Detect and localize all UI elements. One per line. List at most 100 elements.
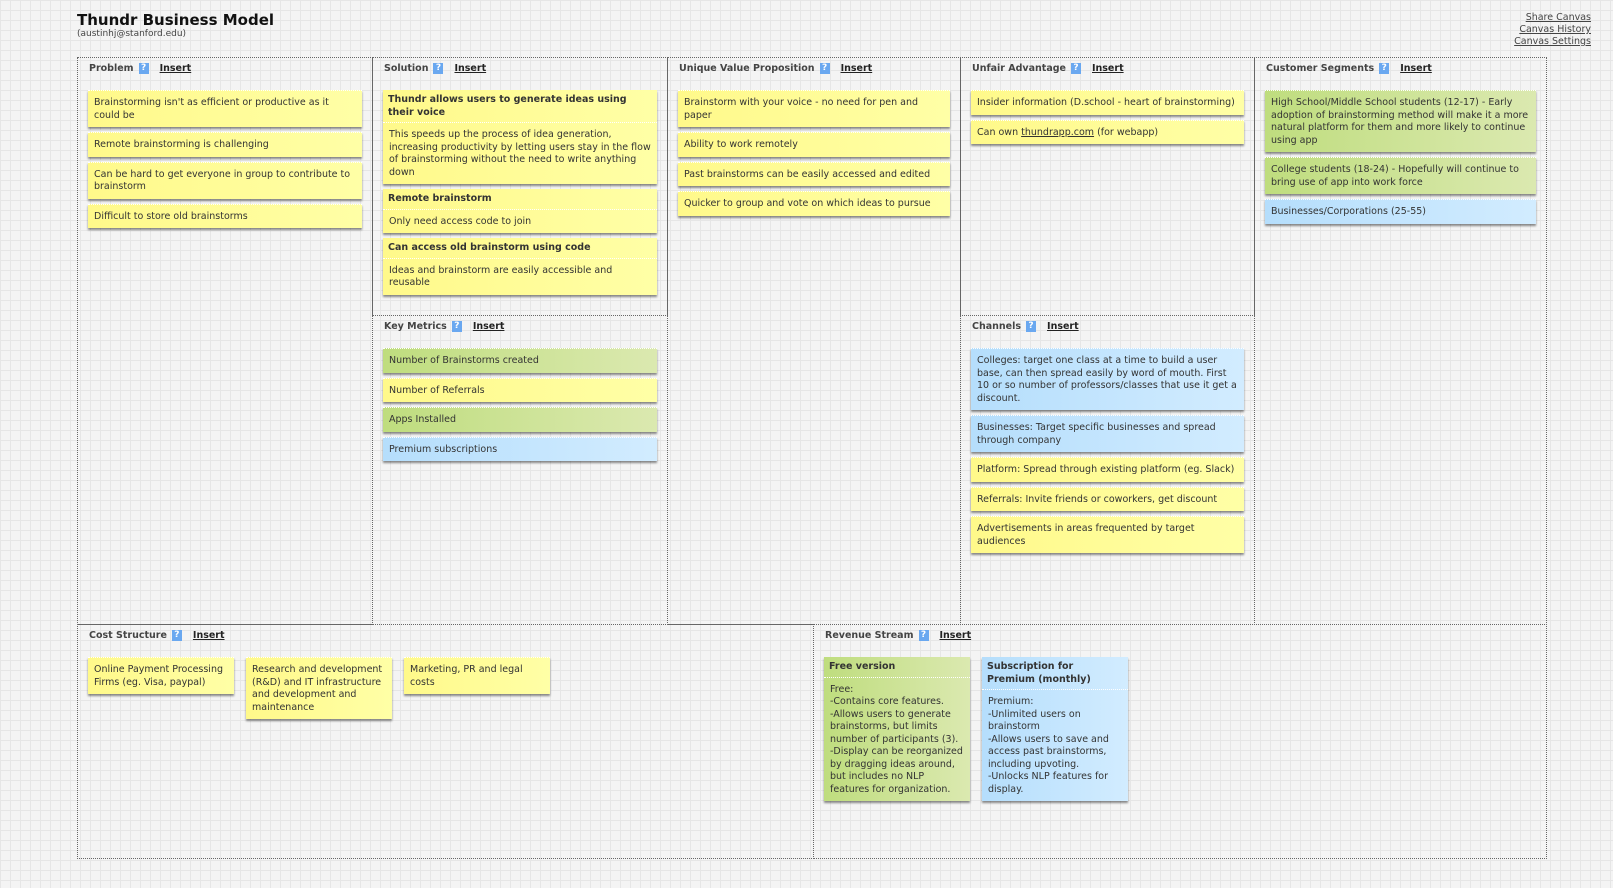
note-text: Businesses: Target specific businesses a… [971,415,1244,452]
sticky-note[interactable]: Research and development (R&D) and IT in… [246,657,392,719]
sticky-note[interactable]: Quicker to group and vote on which ideas… [678,191,950,216]
note-text: Referrals: Invite friends or coworkers, … [971,486,1244,512]
section-header: Cost Structure? Insert [89,630,225,641]
note-text: Advertisements in areas frequented by ta… [971,516,1244,553]
sticky-note[interactable]: Subscription for Premium (monthly) Premiu… [982,657,1128,801]
note-text: Insider information (D.school - heart of… [971,90,1244,115]
help-icon[interactable]: ? [171,630,182,641]
sticky-note[interactable]: Colleges: target one class at a time to … [971,348,1244,410]
sticky-note[interactable]: Platform: Spread through existing platfo… [971,457,1244,482]
note-text: Free: -Contains core features. -Allows u… [830,683,963,795]
sticky-note[interactable]: Can be hard to get everyone in group to … [88,161,362,199]
sticky-note[interactable]: Businesses: Target specific businesses a… [971,415,1244,452]
section-label: Customer Segments [1266,63,1375,74]
insert-button[interactable]: Insert [192,630,225,641]
note-text: Can be hard to get everyone in group to … [88,161,362,199]
insert-button[interactable]: Insert [1400,63,1432,74]
help-icon[interactable]: ? [1026,321,1037,332]
notes-list: Brainstorm with your voice - no need for… [678,90,950,221]
sticky-note[interactable]: Remote brainstorming is challenging [88,132,362,157]
notes-list: Thundr allows users to generate ideas us… [383,90,657,300]
sticky-note[interactable]: Advertisements in areas frequented by ta… [971,516,1244,553]
section-header: Unique Value Proposition? Insert [679,63,872,74]
note-text: Ability to work remotely [678,132,950,157]
sticky-note[interactable]: Difficult to store old brainstorms [88,203,362,228]
sticky-note[interactable]: Referrals: Invite friends or coworkers, … [971,486,1244,512]
note-text: Past brainstorms can be easily accessed … [678,161,950,187]
help-icon[interactable]: ? [433,63,444,74]
section-label: Channels [972,321,1022,332]
notes-list: Insider information (D.school - heart of… [971,90,1244,149]
insert-button[interactable]: Insert [840,63,873,74]
sticky-note[interactable]: Online Payment Processing Firms (eg. Vis… [88,657,234,694]
notes-list: Colleges: target one class at a time to … [971,348,1244,558]
sticky-note[interactable]: Thundr allows users to generate ideas us… [383,90,657,184]
sticky-note[interactable]: Apps Installed [383,407,657,432]
insert-button[interactable]: Insert [159,63,192,74]
sticky-note[interactable]: Can own thundrapp.com (for webapp) [971,119,1244,144]
note-link[interactable]: thundrapp.com [1021,126,1095,138]
share-canvas-link[interactable]: Share Canvas [1525,12,1591,23]
sticky-note[interactable]: High School/Middle School students (12-1… [1265,90,1536,152]
insert-button[interactable]: Insert [939,630,972,641]
section-label: Key Metrics [384,321,447,332]
note-text: Platform: Spread through existing platfo… [971,457,1244,482]
help-icon[interactable]: ? [138,63,149,74]
insert-button[interactable]: Insert [1091,63,1124,74]
note-text: Ideas and brainstorm are easily accessib… [389,264,613,289]
sticky-note[interactable]: Insider information (D.school - heart of… [971,90,1244,115]
sticky-note[interactable]: Number of Referrals [383,377,657,402]
note-text: Remote brainstorming is challenging [88,132,362,157]
insert-button[interactable]: Insert [454,63,487,74]
insert-button[interactable]: Insert [1047,321,1079,332]
note-text-part: (for webapp) [1094,126,1159,138]
section-label: Cost Structure [89,630,167,641]
section-label: Unique Value Proposition [679,63,815,74]
note-text: Quicker to group and vote on which ideas… [678,191,950,216]
section-label: Revenue Stream [825,630,914,641]
sticky-note[interactable]: Premium subscriptions [383,436,657,462]
note-text: Only need access code to join [389,215,532,227]
note-text: Colleges: target one class at a time to … [971,348,1244,410]
sticky-note[interactable]: Ability to work remotely [678,132,950,157]
note-text: Apps Installed [383,407,657,432]
sticky-note[interactable]: Brainstorming isn't as efficient or prod… [88,90,362,127]
note-text: Premium: -Unlimited users on brainstorm … [988,696,1109,795]
section-label: Unfair Advantage [972,63,1066,74]
notes-list: High School/Middle School students (12-1… [1265,90,1536,229]
note-text: Businesses/Corporations (25-55) [1265,199,1536,224]
help-icon[interactable]: ? [1379,63,1390,74]
sticky-note[interactable]: Marketing, PR and legal costs [404,657,550,694]
help-icon[interactable]: ? [918,630,929,641]
section-header: Solution? Insert [384,63,486,74]
help-icon[interactable]: ? [819,63,830,74]
sticky-note[interactable]: Number of Brainstorms created [383,348,657,373]
section-header: Revenue Stream? Insert [825,630,971,641]
note-text: Marketing, PR and legal costs [404,657,550,694]
note-title: Free version [824,657,970,678]
canvas-links: Share Canvas Canvas History Canvas Setti… [1514,12,1591,48]
sticky-note[interactable]: College students (18-24) - Hopefully wil… [1265,157,1536,194]
insert-button[interactable]: Insert [472,321,505,332]
section-header: Unfair Advantage? Insert [972,63,1124,74]
note-text: Premium subscriptions [383,436,657,462]
help-icon[interactable]: ? [451,321,462,332]
help-icon[interactable]: ? [1070,63,1081,74]
section-label: Solution [384,63,429,74]
note-title: Thundr allows users to generate ideas us… [383,90,657,123]
canvas-settings-link[interactable]: Canvas Settings [1514,36,1591,47]
note-text: Research and development (R&D) and IT in… [246,657,392,719]
sticky-note[interactable]: Brainstorm with your voice - no need for… [678,90,950,127]
sticky-note[interactable]: Businesses/Corporations (25-55) [1265,199,1536,224]
note-text: College students (18-24) - Hopefully wil… [1265,157,1536,194]
sticky-note[interactable]: Past brainstorms can be easily accessed … [678,161,950,187]
note-title: Subscription for Premium (monthly) [982,657,1128,690]
canvas-history-link[interactable]: Canvas History [1519,24,1591,35]
